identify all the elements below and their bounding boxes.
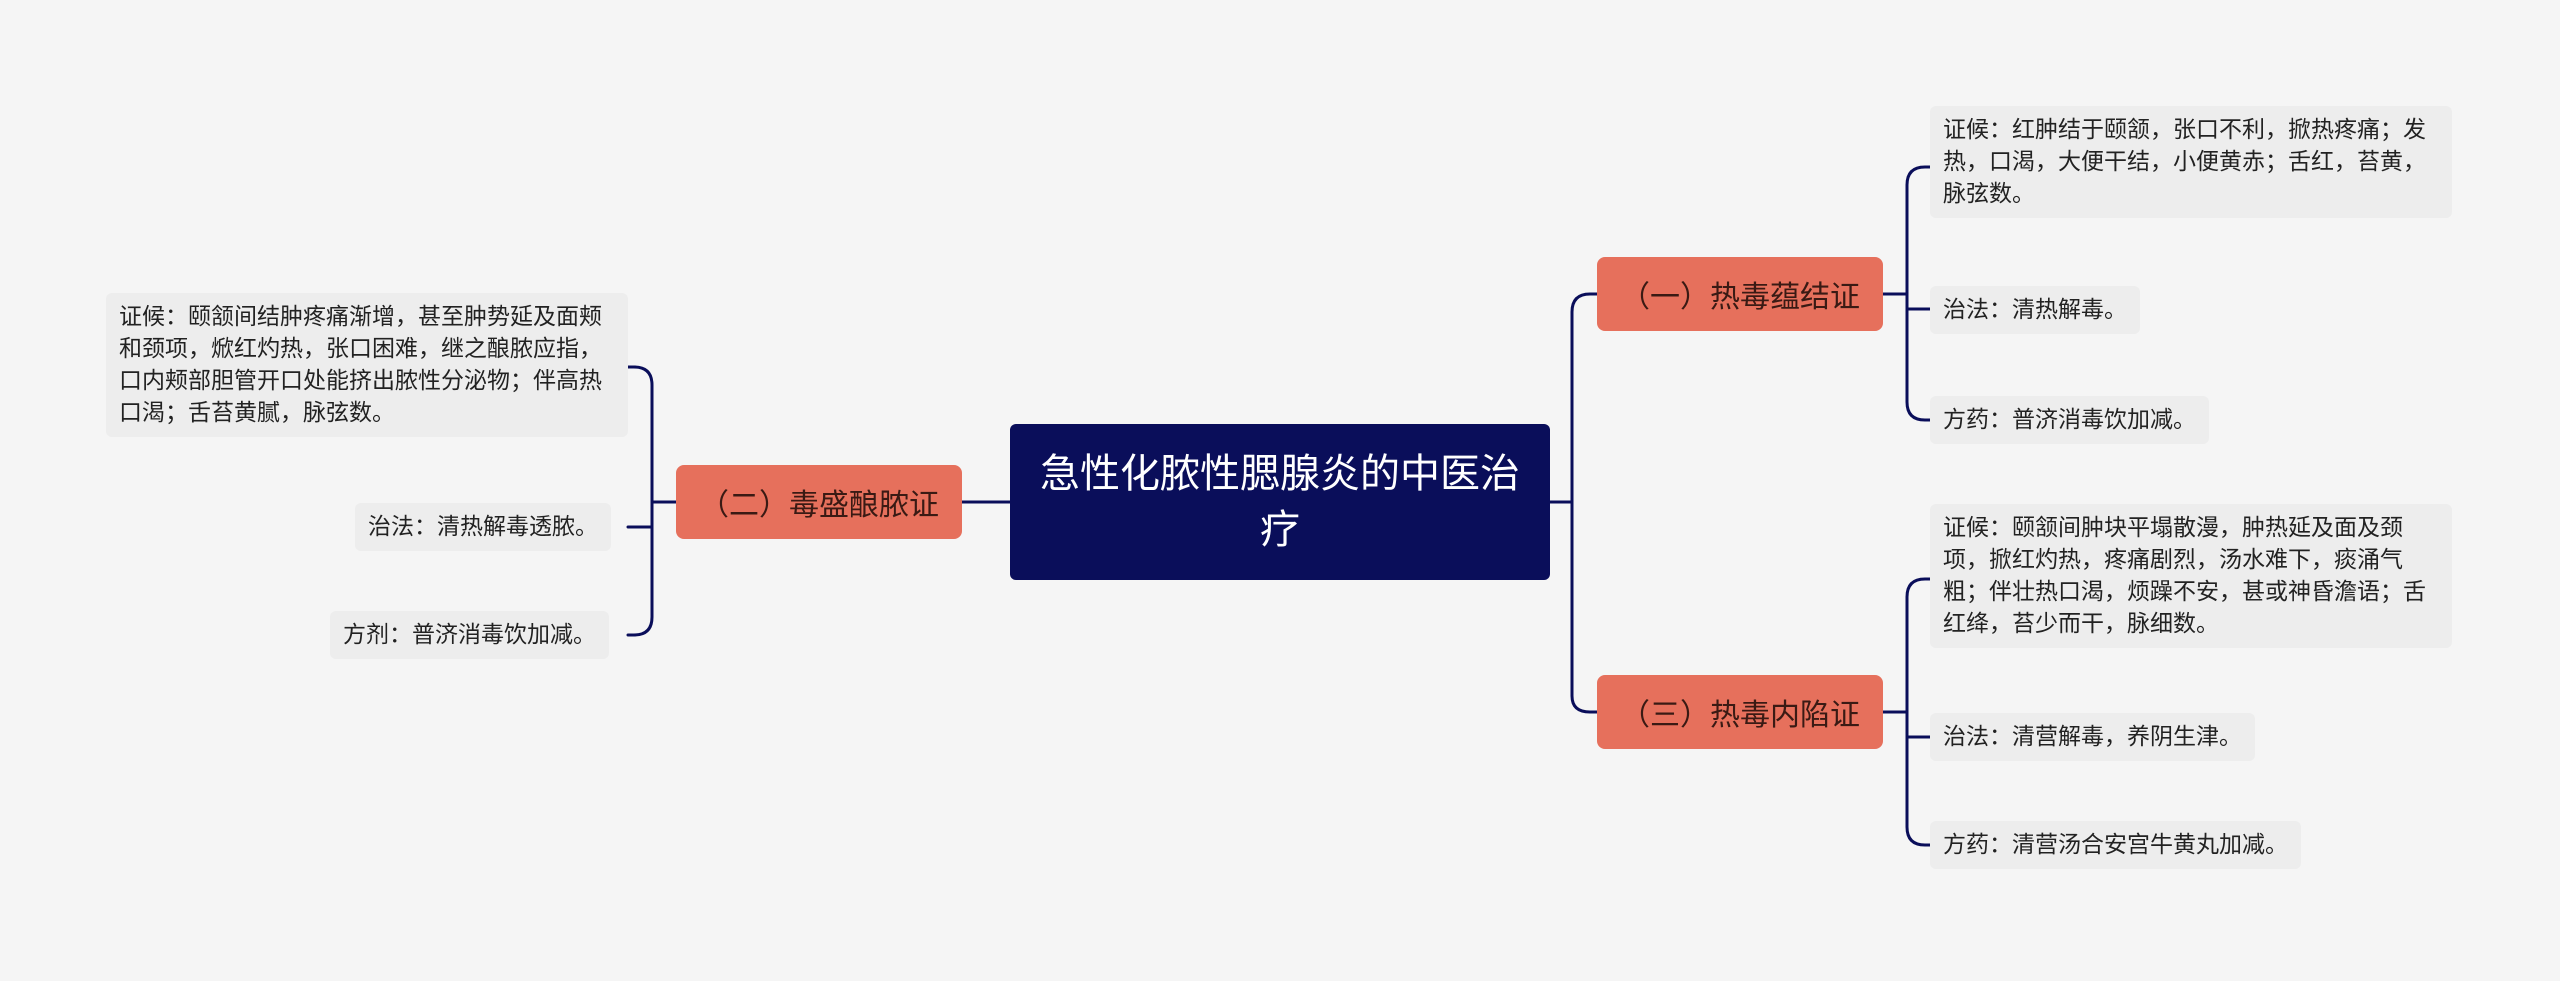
leaf-text: 证候：颐颔间结肿疼痛渐增，甚至肿势延及面颊和颈项，焮红灼热，张口困难，继之酿脓应… bbox=[119, 304, 602, 426]
root-title: 急性化脓性腮腺炎的中医治疗 bbox=[1040, 451, 1520, 553]
leaf-text: 方药：普济消毒饮加减。 bbox=[1943, 407, 2196, 433]
connector-branch2-leaf3 bbox=[626, 500, 654, 637]
leaf-treatment[interactable]: 治法：清热解毒。 bbox=[1930, 286, 2140, 334]
connector-root-branch3 bbox=[1570, 500, 1599, 714]
connector-root-branch1 bbox=[1548, 292, 1599, 504]
leaf-text: 证候：颐颔间肿块平塌散漫，肿热延及面及颈项，掀红灼热，疼痛剧烈，汤水难下，痰涌气… bbox=[1943, 515, 2426, 637]
branch-toxin-pus-formation[interactable]: （二）毒盛酿脓证 bbox=[676, 465, 962, 539]
leaf-text: 治法：清营解毒，养阴生津。 bbox=[1943, 724, 2242, 750]
leaf-symptoms[interactable]: 证候：颐颔间结肿疼痛渐增，甚至肿势延及面颊和颈项，焮红灼热，张口困难，继之酿脓应… bbox=[106, 293, 628, 437]
branch-label: （二）毒盛酿脓证 bbox=[699, 488, 939, 523]
connector-branch2-leaf2 bbox=[626, 500, 654, 529]
connector-branch1-leaf2 bbox=[1905, 292, 1932, 311]
branch-heat-toxin-invasion[interactable]: （三）热毒内陷证 bbox=[1597, 675, 1883, 749]
leaf-treatment[interactable]: 治法：清营解毒，养阴生津。 bbox=[1930, 713, 2255, 761]
leaf-prescription[interactable]: 方药：普济消毒饮加减。 bbox=[1930, 396, 2209, 444]
leaf-text: 方药：清营汤合安宫牛黄丸加减。 bbox=[1943, 832, 2288, 858]
connector-branch3-leaf2 bbox=[1905, 710, 1932, 739]
leaf-text: 治法：清热解毒透脓。 bbox=[368, 514, 598, 540]
connector-branch2-leaf1 bbox=[626, 365, 678, 504]
connector-branch3-leaf1 bbox=[1881, 577, 1932, 714]
leaf-prescription[interactable]: 方剂：普济消毒饮加减。 bbox=[330, 611, 609, 659]
leaf-symptoms[interactable]: 证候：颐颔间肿块平塌散漫，肿热延及面及颈项，掀红灼热，疼痛剧烈，汤水难下，痰涌气… bbox=[1930, 504, 2452, 648]
leaf-treatment[interactable]: 治法：清热解毒透脓。 bbox=[355, 503, 611, 551]
root-topic[interactable]: 急性化脓性腮腺炎的中医治疗 bbox=[1010, 424, 1550, 580]
connector-branch1-leaf1 bbox=[1881, 165, 1932, 296]
leaf-text: 证候：红肿结于颐颔，张口不利，掀热疼痛；发热，口渴，大便干结，小便黄赤；舌红，苔… bbox=[1943, 117, 2426, 207]
leaf-symptoms[interactable]: 证候：红肿结于颐颔，张口不利，掀热疼痛；发热，口渴，大便干结，小便黄赤；舌红，苔… bbox=[1930, 106, 2452, 218]
connector-branch3-leaf3 bbox=[1905, 710, 1932, 847]
leaf-text: 治法：清热解毒。 bbox=[1943, 297, 2127, 323]
branch-label: （一）热毒蕴结证 bbox=[1620, 280, 1860, 315]
leaf-text: 方剂：普济消毒饮加减。 bbox=[343, 622, 596, 648]
branch-heat-toxin-accumulation[interactable]: （一）热毒蕴结证 bbox=[1597, 257, 1883, 331]
connector-branch1-leaf3 bbox=[1905, 292, 1932, 422]
leaf-prescription[interactable]: 方药：清营汤合安宫牛黄丸加减。 bbox=[1930, 821, 2301, 869]
branch-label: （三）热毒内陷证 bbox=[1620, 698, 1860, 733]
